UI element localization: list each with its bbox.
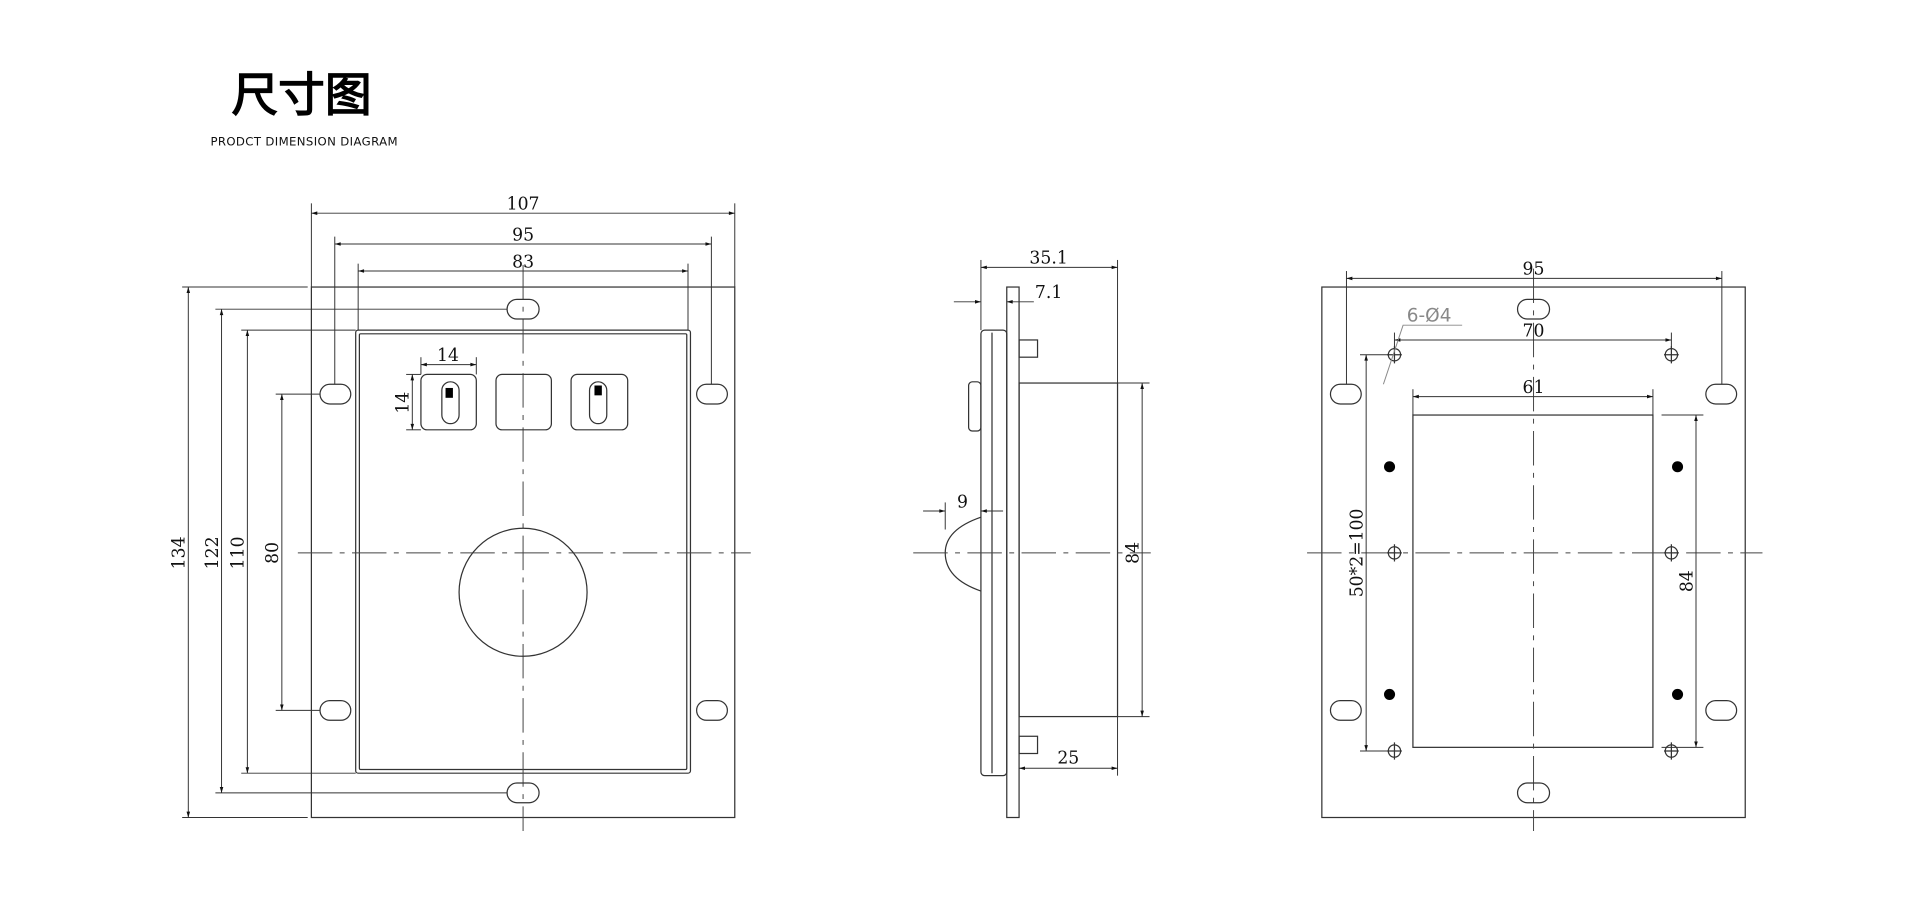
dim-7-1: 7.1 xyxy=(1035,283,1062,303)
page-subtitle: PRODCT DIMENSION DIAGRAM xyxy=(210,134,397,148)
dim-50x2: 50*2=100 xyxy=(1347,508,1367,597)
dim-95-back: 95 xyxy=(1523,260,1545,280)
mounting-holes xyxy=(1387,346,1679,760)
dim-122: 122 xyxy=(203,536,223,569)
flange xyxy=(1006,286,1020,819)
dim-35-1: 35.1 xyxy=(1029,249,1067,269)
dim-70: 70 xyxy=(1523,321,1545,341)
dim-107: 107 xyxy=(507,194,540,214)
right-button xyxy=(570,373,629,431)
cutout xyxy=(1412,414,1654,748)
dim-84-side: 84 xyxy=(1123,542,1143,564)
body xyxy=(1018,382,1119,718)
dim-110: 110 xyxy=(229,536,249,569)
page-title: 尺寸图 xyxy=(231,69,371,123)
dim-61: 61 xyxy=(1523,378,1545,398)
studs xyxy=(1384,461,1684,700)
left-button xyxy=(420,373,477,431)
dim-134: 134 xyxy=(170,536,190,569)
ball-dome xyxy=(944,516,982,592)
dim-9: 9 xyxy=(957,492,968,512)
side-view: 35.1 7.1 9 84 25 xyxy=(913,249,1151,819)
trackball xyxy=(458,527,588,657)
dim-button-height: 14 xyxy=(394,392,414,414)
dim-25: 25 xyxy=(1057,748,1079,768)
buttons xyxy=(420,373,629,431)
hole-callout: 6-Ø4 xyxy=(1407,305,1452,326)
back-view: 95 70 61 6-Ø4 50*2=100 84 xyxy=(1307,260,1763,832)
dim-83: 83 xyxy=(512,252,534,272)
mounting-slots-back xyxy=(1329,298,1738,804)
middle-button xyxy=(495,373,552,431)
dim-84-back: 84 xyxy=(1677,570,1697,592)
dim-button-width: 14 xyxy=(437,346,459,366)
front-view: 107 95 83 14 134 122 110 80 14 xyxy=(170,194,751,832)
dim-95: 95 xyxy=(512,225,534,245)
dim-80: 80 xyxy=(263,542,283,564)
